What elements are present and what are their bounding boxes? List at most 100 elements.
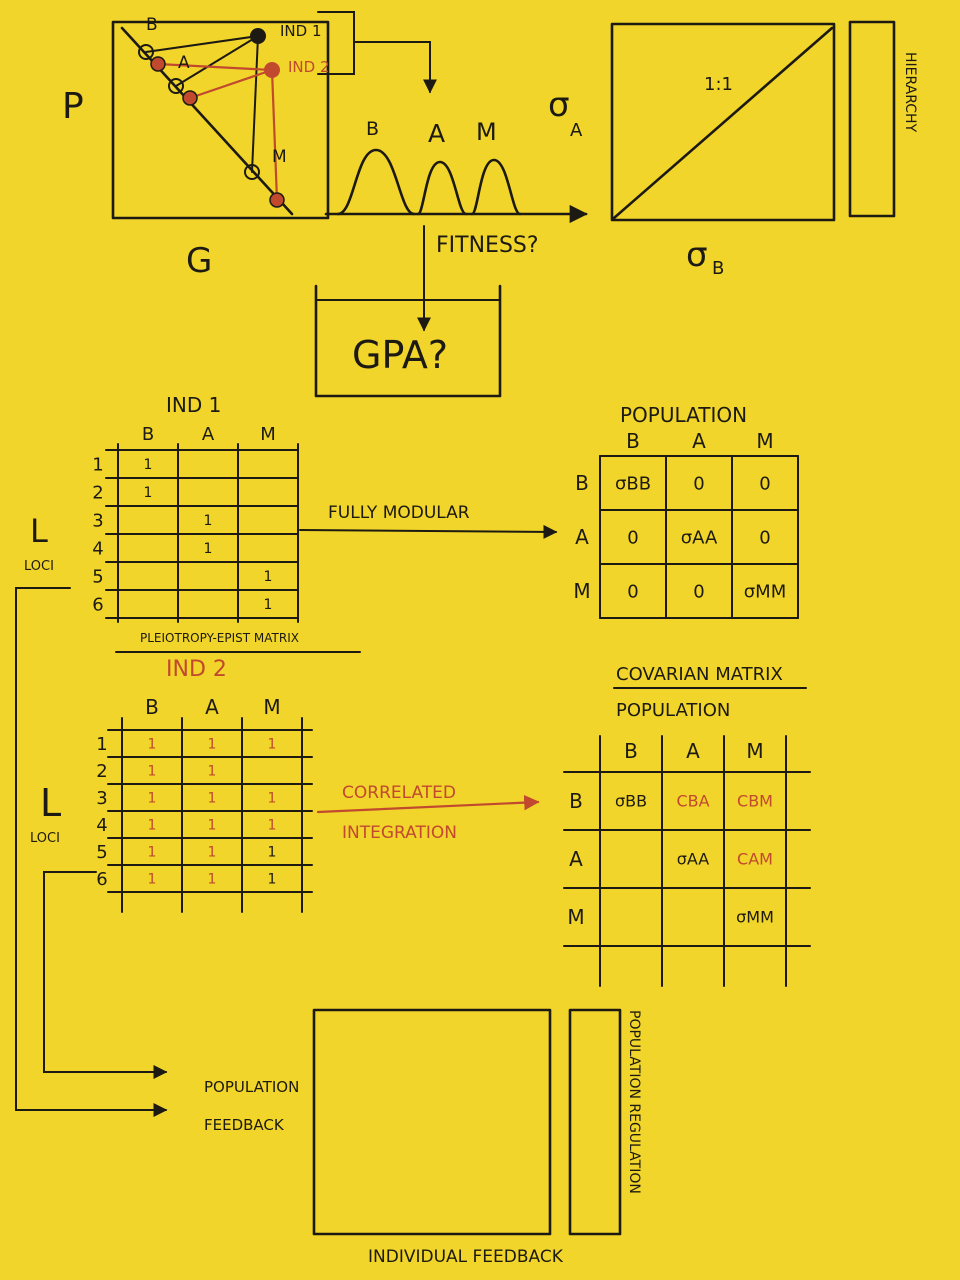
gp-plot-frame <box>111 20 330 220</box>
ind1-row-header-1: 1 <box>92 454 103 475</box>
cov-modular-row-header-a: A <box>575 525 589 549</box>
ind1-link-a <box>175 35 259 87</box>
gp-x-axis-label: G <box>186 241 212 281</box>
ind2-row-header-5: 5 <box>96 842 107 863</box>
fully-modular-arrow <box>299 524 558 539</box>
cov-correlated-cell: CBM <box>737 792 773 811</box>
cov-modular-cell: σMM <box>744 581 786 602</box>
ind1-genotype-b-marker <box>138 44 154 60</box>
ind1-cell: 1 <box>204 541 213 557</box>
cov-modular-row-header-b: B <box>575 471 589 495</box>
integration-label: INTEGRATION <box>342 823 457 843</box>
ind2-genotype-m-marker <box>269 192 285 208</box>
ind1-genotype-a-marker <box>168 78 184 94</box>
hierarchy-bar <box>848 20 896 218</box>
fitness-peak-m <box>470 158 522 216</box>
ind2-link-b <box>156 62 274 72</box>
ind2-row-header-6: 6 <box>96 869 107 890</box>
sigma-x-axis-label: σ <box>686 235 708 275</box>
population-feedback-label-2: FEEDBACK <box>204 1116 285 1134</box>
fitness-axis-label: FITNESS? <box>436 233 539 258</box>
ind2-cell: 1 <box>208 871 217 887</box>
ind1-row-header-3: 3 <box>92 510 103 531</box>
ind2-cell: 1 <box>148 817 157 833</box>
fitness-peak-a <box>416 160 468 216</box>
ind2-cell: 1 <box>148 790 157 806</box>
ind2-cell: 1 <box>148 871 157 887</box>
ind2-cell: 1 <box>148 763 157 779</box>
ind1-cell: 1 <box>264 569 273 585</box>
fitness-peak-label-m: M <box>476 118 497 146</box>
ind1-loci-big-label: L <box>30 512 48 550</box>
ind1-cell: 1 <box>204 513 213 529</box>
ind1-link-b <box>145 35 259 53</box>
ind1-matrix-title: IND 1 <box>166 393 221 417</box>
ind2-row-header-3: 3 <box>96 788 107 809</box>
ind1-loci-label: LOCI <box>24 559 54 574</box>
ind1-col-header-b: B <box>142 424 154 445</box>
one-to-one-label: 1:1 <box>704 74 733 95</box>
ind1-row-header-4: 4 <box>92 538 103 559</box>
ind2-row-header-4: 4 <box>96 815 107 836</box>
ind1-link-m <box>251 35 259 173</box>
ind2-feedback-line <box>43 871 168 1079</box>
ind1-col-header-a: A <box>202 424 215 445</box>
feedback-section: POPULATION FEEDBACK POPULATION REGULATIO… <box>15 587 642 1267</box>
gpa-label: GPA? <box>352 333 448 377</box>
ind2-loci-label: LOCI <box>30 831 60 846</box>
ind1-marker <box>250 28 266 44</box>
ind2-cell: 1 <box>148 736 157 752</box>
feedback-box <box>312 1008 552 1236</box>
cov-modular-col-header-a: A <box>692 429 706 453</box>
cov-modular-col-header-b: B <box>626 429 640 453</box>
ind1-matrix-caption: PLEIOTROPY-EPIST MATRIX <box>140 631 299 645</box>
ind1-col-header-m: M <box>260 424 276 445</box>
ind2-genotype-a-marker <box>182 90 198 106</box>
ind2-col-header-m: M <box>263 695 280 719</box>
ind2-cell: 1 <box>208 844 217 860</box>
gp-plot: P G B A M IND 1 IND 2 <box>62 11 437 281</box>
gpa-box-outline <box>314 284 502 398</box>
ind2-cell: 1 <box>268 817 277 833</box>
ind1-cell: 1 <box>144 457 153 473</box>
correlated-integration-connector: CORRELATED INTEGRATION <box>316 783 540 843</box>
cov-correlated-col-header-b: B <box>624 739 638 763</box>
ind2-cell: 1 <box>148 844 157 860</box>
cov-correlated-col-header-m: M <box>746 739 763 763</box>
cov-modular-caption: COVARIAN MATRIX <box>616 664 783 685</box>
fitness-plot: B A M FITNESS? <box>324 118 588 332</box>
sigma-y-axis-subscript: A <box>570 120 583 141</box>
ind1-feedback-line <box>15 587 168 1117</box>
gp-label-m: M <box>272 147 287 167</box>
cov-modular-title: POPULATION <box>620 403 747 427</box>
cov-correlated-cell: CBA <box>676 792 709 811</box>
cov-modular-cell: 0 <box>627 527 638 548</box>
correlated-label: CORRELATED <box>342 783 456 803</box>
ind2-row-header-1: 1 <box>96 734 107 755</box>
cov-correlated-title: POPULATION <box>616 700 730 721</box>
gp-label-a: A <box>178 53 190 73</box>
ind1-row-header-5: 5 <box>92 566 103 587</box>
gp-y-axis-label: P <box>62 86 84 127</box>
fitness-peak-label-a: A <box>428 119 445 148</box>
fitness-peak-b <box>336 148 416 216</box>
cov-correlated-cell: σMM <box>736 908 774 927</box>
ind-to-fitness-arrow <box>353 41 437 94</box>
one-to-one-line <box>612 26 834 220</box>
sigma-plot-frame <box>610 22 836 222</box>
population-feedback-label-1: POPULATION <box>204 1078 299 1096</box>
ind2-cell: 1 <box>208 817 217 833</box>
cov-modular-cell: 0 <box>627 581 638 602</box>
cov-modular-cell: 0 <box>759 473 770 494</box>
ind2-cell: 1 <box>268 736 277 752</box>
population-regulation-bar <box>568 1008 622 1236</box>
gp-label-b: B <box>146 15 158 35</box>
sigma-plot: 1:1 σ A σ B HIERARCHY <box>548 20 918 279</box>
ind2-genotype-b-marker <box>150 56 166 72</box>
ind2-cell: 1 <box>208 790 217 806</box>
ind2-matrix-title: IND 2 <box>166 657 227 682</box>
